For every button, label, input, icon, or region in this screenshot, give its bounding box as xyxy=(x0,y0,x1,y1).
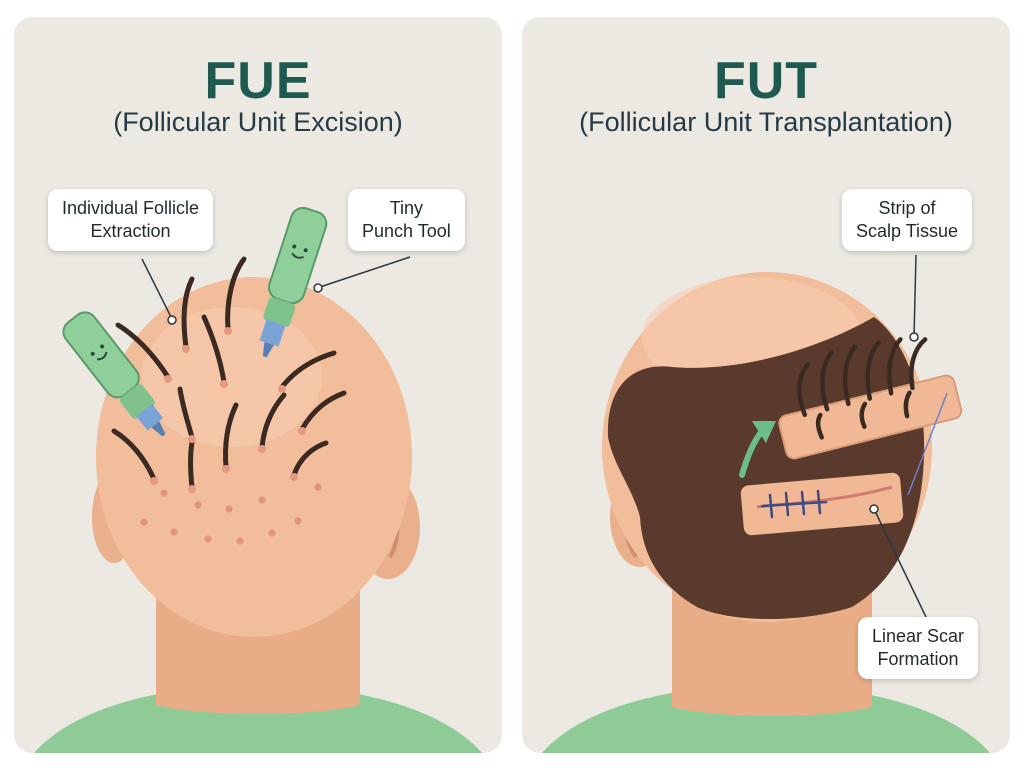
fut-strip-label-line2: Scalp Tissue xyxy=(856,221,959,241)
fue-punch-label: Tiny Punch Tool xyxy=(348,189,465,251)
fut-panel: FUT (Follicular Unit Transplantation) St… xyxy=(522,17,1010,753)
fue-extraction-leader xyxy=(141,258,173,320)
fut-shirt xyxy=(542,685,990,753)
fue-hairs xyxy=(111,256,347,490)
fut-lift-arrow xyxy=(739,428,765,478)
fut-scar-area xyxy=(740,472,904,536)
fut-scar-label-line1: Linear Scar xyxy=(872,626,965,646)
fue-title: FUE xyxy=(204,52,312,110)
fue-panel: FUE (Follicular Unit Excision) Individua… xyxy=(14,17,502,753)
fue-punch-leader xyxy=(319,256,411,288)
fue-left-punch-tool xyxy=(62,311,166,437)
fue-extraction-label-line1: Individual Follicle xyxy=(62,198,200,218)
fue-right-punch-tool xyxy=(259,206,328,358)
fut-sutures xyxy=(760,489,828,519)
fue-extraction-holes xyxy=(140,483,322,545)
fut-strip-leader xyxy=(913,254,917,338)
fue-extraction-label-line2: Extraction xyxy=(90,221,171,241)
fut-strip-label-line1: Strip of xyxy=(878,198,936,218)
fue-shirt xyxy=(34,685,482,753)
fut-scar-leader xyxy=(873,508,927,618)
fut-scar-label-line2: Formation xyxy=(877,649,959,669)
fut-scalp-strip xyxy=(778,337,963,460)
fue-punch-label-line2: Punch Tool xyxy=(362,221,451,241)
fue-subtitle: (Follicular Unit Excision) xyxy=(113,107,403,137)
fut-scar-label: Linear Scar Formation xyxy=(858,617,979,679)
fut-title: FUT xyxy=(713,52,819,110)
fut-subtitle: (Follicular Unit Transplantation) xyxy=(579,107,953,137)
fut-strip-label: Strip of Scalp Tissue xyxy=(842,189,973,251)
fue-extraction-label: Individual Follicle Extraction xyxy=(48,189,214,251)
fue-illustration xyxy=(34,206,482,753)
fue-punch-label-line1: Tiny xyxy=(389,198,424,218)
fut-illustration xyxy=(542,254,990,753)
